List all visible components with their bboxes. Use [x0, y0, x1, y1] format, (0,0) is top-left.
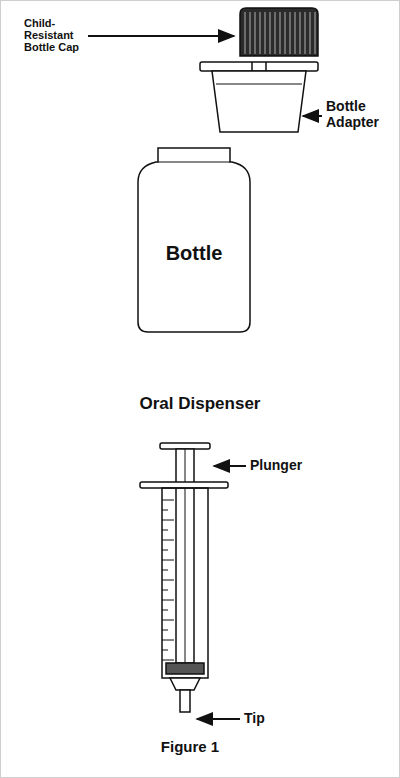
- bottle: Bottle: [134, 146, 254, 334]
- bottle-adapter: [200, 62, 318, 132]
- figure-caption: Figure 1: [161, 738, 219, 755]
- leader-arrows: [88, 36, 322, 719]
- part-label: Oral Dispenser: [140, 394, 261, 414]
- part-label: Tip: [244, 710, 265, 727]
- part-label: Bottle Adapter: [326, 98, 396, 130]
- oral-dispenser: [140, 443, 228, 712]
- part-label: Child-Resistant Bottle Cap: [24, 18, 84, 54]
- bottle-cap: [240, 8, 318, 56]
- bottle-outline: [134, 146, 254, 334]
- part-label: Plunger: [250, 457, 302, 474]
- bottle-label: Bottle: [134, 242, 254, 265]
